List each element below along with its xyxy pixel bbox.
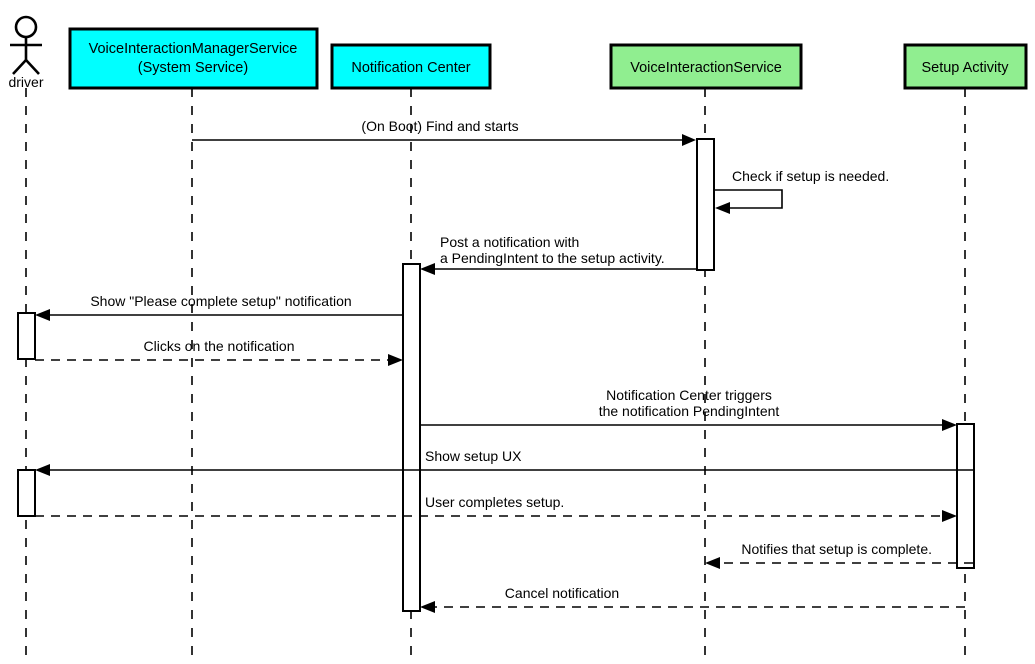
actor-right-leg-icon [25, 59, 40, 75]
message-post-a-notification[interactable]: Post a notification with a PendingIntent… [420, 234, 697, 275]
message-label-m8: User completes setup. [425, 494, 564, 510]
arrowhead-m6 [942, 419, 957, 431]
arrowhead-m7 [35, 464, 50, 476]
arrowhead-m2 [715, 202, 730, 214]
message-clicks-on-the-notification[interactable]: Clicks on the notification [35, 338, 403, 366]
message-label-m6-line2: the notification PendingIntent [599, 403, 780, 419]
arrowhead-m4 [35, 309, 50, 321]
participant-box-setup-activity[interactable] [903, 43, 1028, 90]
participant-label-notification-center: Notification Center [351, 60, 470, 76]
message-label-m7: Show setup UX [425, 448, 522, 464]
arrowhead-m1 [682, 134, 696, 146]
actor-head-icon [14, 15, 38, 39]
message-show-please-complete-setup-notification[interactable]: Show "Please complete setup" notificatio… [35, 293, 403, 321]
participant-box-vis[interactable] [609, 43, 803, 90]
message-label-m2: Check if setup is needed. [732, 168, 889, 184]
message-label-m3-line2: a PendingIntent to the setup activity. [440, 250, 665, 266]
activation-bars-group [17, 138, 975, 612]
message-label-m4: Show "Please complete setup" notificatio… [90, 293, 351, 309]
activation-bar-vis [696, 138, 715, 271]
message-on-boot-find-and-starts[interactable]: (On Boot) Find and starts [192, 118, 696, 146]
message-label-m3-line1: Post a notification with [440, 234, 579, 250]
participant-label-setup-activity: Setup Activity [921, 60, 1009, 76]
participant-label-vims-line1: VoiceInteractionManagerService [89, 41, 298, 57]
message-line-m2 [714, 189, 783, 209]
participant-notification-center[interactable]: Notification Center [330, 43, 492, 90]
message-show-setup-ux[interactable]: Show setup UX [35, 448, 973, 476]
arrowhead-m5 [388, 354, 403, 366]
actor-left-leg-icon [12, 59, 27, 75]
participant-driver[interactable]: driver [8, 15, 44, 90]
activation-bar-setup-activity [956, 423, 975, 569]
message-cancel-notification[interactable]: Cancel notification [420, 585, 965, 613]
message-notification-center-triggers-pendingintent[interactable]: Notification Center triggers the notific… [420, 387, 957, 431]
arrowhead-m9 [705, 557, 720, 569]
participant-setup-activity[interactable]: Setup Activity [903, 43, 1028, 90]
message-check-if-setup-is-needed[interactable]: Check if setup is needed. [714, 168, 889, 214]
message-label-m1: (On Boot) Find and starts [361, 118, 518, 134]
participant-label-vis: VoiceInteractionService [630, 60, 782, 76]
message-user-completes-setup[interactable]: User completes setup. [35, 494, 957, 522]
message-label-m9: Notifies that setup is complete. [741, 541, 932, 557]
participant-label-driver: driver [8, 74, 43, 90]
arrowhead-m3 [420, 263, 435, 275]
arrowhead-m10 [420, 601, 435, 613]
participant-label-vims-line2: (System Service) [138, 60, 248, 76]
activation-bar-driver-1 [17, 312, 36, 360]
participant-vis[interactable]: VoiceInteractionService [609, 43, 803, 90]
message-label-m6-line1: Notification Center triggers [606, 387, 772, 403]
message-notifies-that-setup-is-complete[interactable]: Notifies that setup is complete. [705, 541, 973, 569]
participant-box-notification-center[interactable] [330, 43, 492, 90]
participant-box-vims[interactable] [68, 27, 319, 90]
message-label-m5: Clicks on the notification [144, 338, 295, 354]
arrowhead-m8 [942, 510, 957, 522]
activation-bar-driver-2 [17, 469, 36, 517]
activation-bar-notification-center [402, 263, 421, 612]
message-label-m10: Cancel notification [505, 585, 619, 601]
participant-vims[interactable]: VoiceInteractionManagerService (System S… [68, 27, 319, 90]
